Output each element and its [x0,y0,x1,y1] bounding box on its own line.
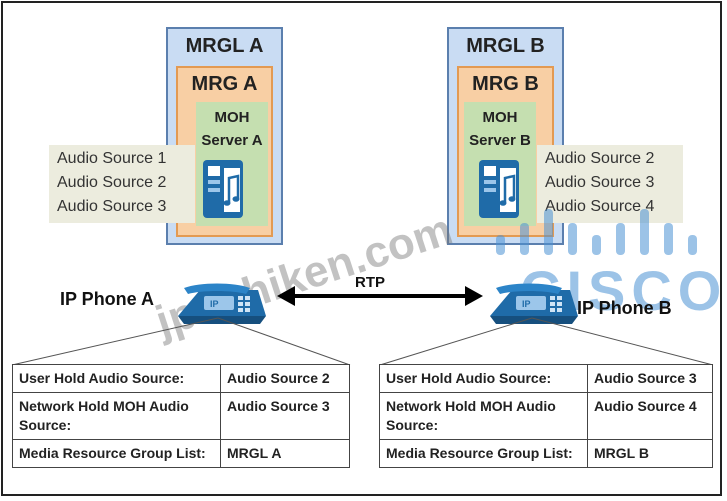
audio-sources-b-panel: Audio Source 2 Audio Source 3 Audio Sour… [537,145,683,223]
table-row: Network Hold MOH Audio Source: Audio Sou… [12,392,350,440]
audio-sources-a-panel: Audio Source 1 Audio Source 2 Audio Sour… [49,145,195,223]
moh-server-b-line1: MOH [482,109,518,126]
mrgl-b-label: MRGL B [466,35,545,57]
config-value: Audio Source 4 [587,392,713,440]
moh-server-b-icon [479,160,519,218]
config-label: Network Hold MOH Audio Source: [12,392,221,440]
ip-phone-b-icon: IP [490,283,578,324]
mrg-a-label: MRG A [191,73,258,95]
cisco-bars-icon [496,209,697,255]
config-label: Network Hold MOH Audio Source: [379,392,588,440]
audio-source-a-3: Audio Source 3 [57,198,167,215]
config-label: Media Resource Group List: [12,439,221,468]
mrgl-a-label: MRGL A [185,35,264,57]
audio-source-a-2: Audio Source 2 [57,174,167,191]
table-row: User Hold Audio Source: Audio Source 2 [12,364,350,393]
moh-server-b-line2: Server B [469,132,531,149]
config-value: Audio Source 3 [220,392,350,440]
ip-phone-a-label: IP Phone A [60,289,155,309]
svg-text:IP: IP [522,299,531,309]
config-label: Media Resource Group List: [379,439,588,468]
config-value: Audio Source 3 [587,364,713,393]
ip-phone-b-config-table: User Hold Audio Source: Audio Source 3 N… [379,364,713,468]
config-label: User Hold Audio Source: [379,364,588,393]
audio-source-b-2: Audio Source 3 [545,174,655,191]
table-row: Media Resource Group List: MRGL A [12,439,350,468]
table-row: Network Hold MOH Audio Source: Audio Sou… [379,392,713,440]
audio-source-b-3: Audio Source 4 [545,198,655,215]
ip-phone-b-label: IP Phone B [577,298,672,318]
config-value: MRGL B [587,439,713,468]
audio-source-a-1: Audio Source 1 [57,150,167,167]
ip-phone-a-icon: IP [178,283,266,324]
config-value: MRGL A [220,439,350,468]
table-row: Media Resource Group List: MRGL B [379,439,713,468]
rtp-label: RTP [355,274,385,291]
table-row: User Hold Audio Source: Audio Source 3 [379,364,713,393]
config-value: Audio Source 2 [220,364,350,393]
rtp-arrow [277,286,483,306]
moh-server-a-line2: Server A [201,132,263,149]
audio-source-b-1: Audio Source 2 [545,150,655,167]
mrg-b-label: MRG B [472,73,539,95]
config-label: User Hold Audio Source: [12,364,221,393]
moh-server-a-icon [203,160,243,218]
ip-phone-a-config-table: User Hold Audio Source: Audio Source 2 N… [12,364,350,468]
svg-text:IP: IP [210,299,219,309]
moh-server-a-line1: MOH [214,109,250,126]
